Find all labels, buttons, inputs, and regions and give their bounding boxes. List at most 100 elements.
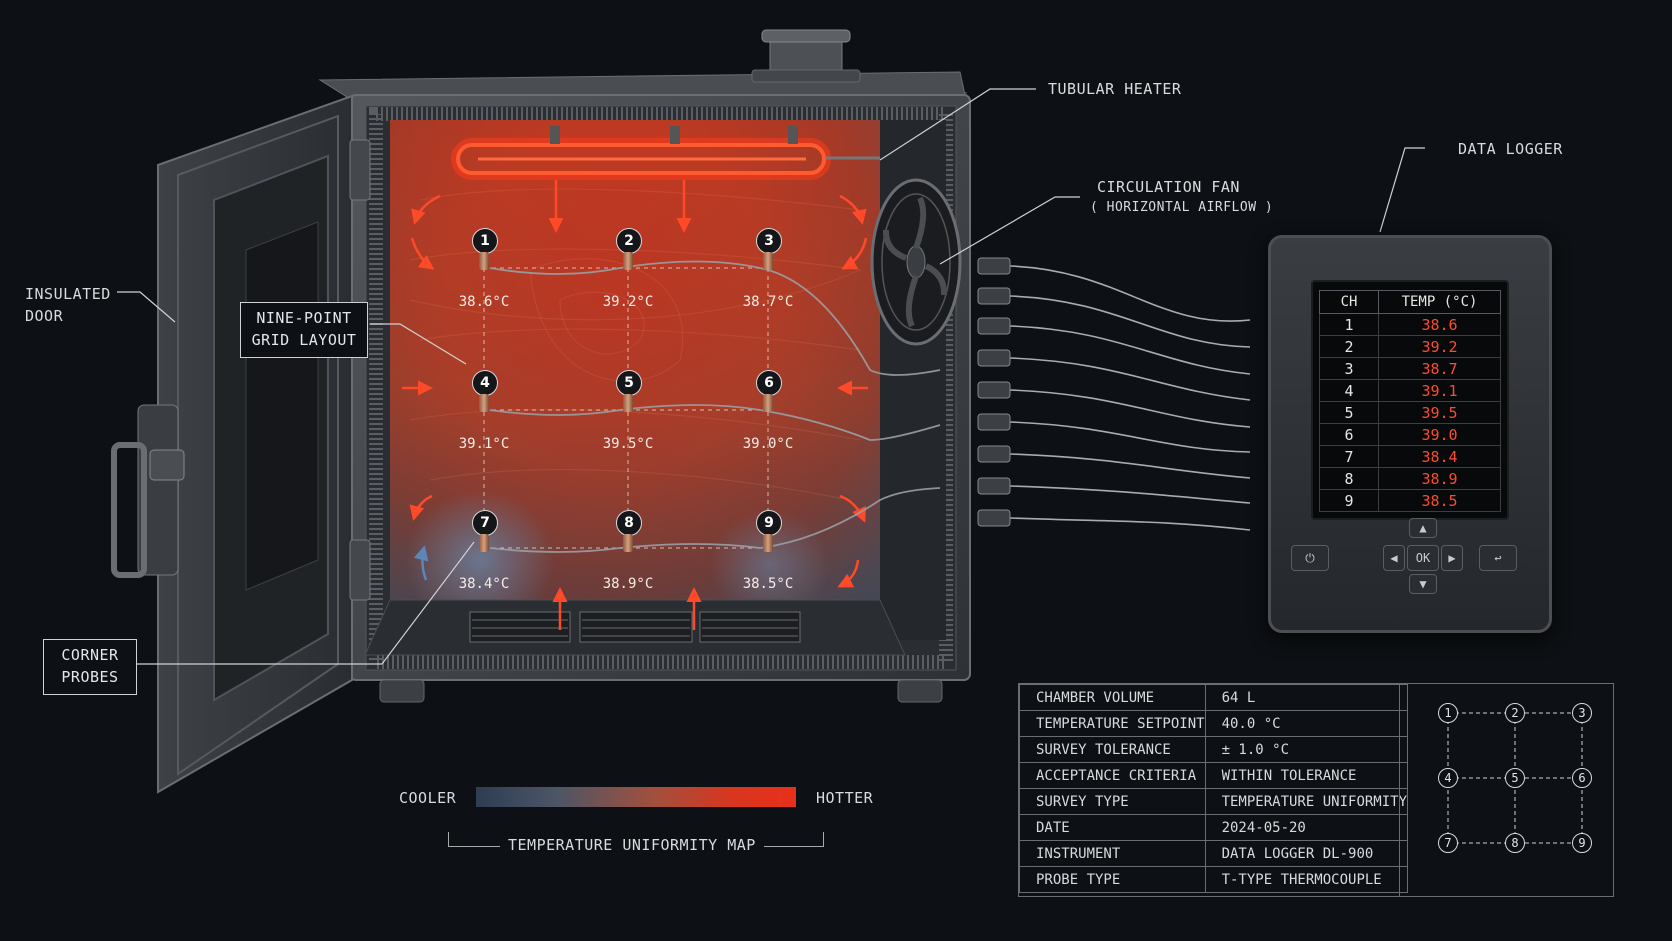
probe-marker: 4 bbox=[472, 370, 498, 396]
insulated-door bbox=[111, 94, 371, 794]
logger-channel: 4 bbox=[1319, 379, 1379, 402]
probe-sensor bbox=[763, 252, 773, 270]
arrow-left-icon: ◀ bbox=[1390, 551, 1398, 565]
schematic-node: 2 bbox=[1505, 703, 1525, 723]
logger-temperature: 38.7 bbox=[1378, 357, 1501, 380]
schematic-node: 8 bbox=[1505, 833, 1525, 853]
power-icon: ⏻ bbox=[1305, 551, 1315, 565]
probe-marker: 1 bbox=[472, 228, 498, 254]
probe-number: 3 bbox=[764, 233, 774, 249]
probe-temperature-label: 39.1°C bbox=[458, 436, 510, 452]
probe-sensor bbox=[763, 534, 773, 552]
probe-sensor bbox=[479, 252, 489, 270]
spec-key: INSTRUMENT bbox=[1019, 840, 1206, 867]
circulation-fan bbox=[870, 178, 962, 346]
arrow-up-icon: ▲ bbox=[1419, 521, 1427, 535]
probe-sensor bbox=[763, 394, 773, 412]
spec-key: DATE bbox=[1019, 814, 1206, 841]
spec-value: TEMPERATURE UNIFORMITY bbox=[1204, 788, 1409, 815]
schematic-node: 7 bbox=[1438, 833, 1458, 853]
logger-temperature: 39.5 bbox=[1378, 401, 1501, 424]
nine-point-callout-line1: NINE-POINT bbox=[256, 309, 352, 327]
tubular-heater bbox=[451, 126, 880, 180]
spec-value: 2024-05-20 bbox=[1204, 814, 1409, 841]
probe-temperature-label: 38.9°C bbox=[602, 576, 654, 592]
logger-header-ch: CH bbox=[1319, 290, 1379, 314]
probe-sensor bbox=[623, 252, 633, 270]
probe-marker: 7 bbox=[472, 510, 498, 536]
logger-channel: 6 bbox=[1319, 423, 1379, 446]
legend-title: TEMPERATURE UNIFORMITY MAP bbox=[500, 834, 764, 856]
back-icon: ↩ bbox=[1494, 551, 1502, 565]
circulation-fan-label: CIRCULATION FAN bbox=[1097, 178, 1240, 196]
logger-up-button[interactable]: ▲ bbox=[1409, 518, 1437, 538]
tubular-heater-label: TUBULAR HEATER bbox=[1048, 80, 1182, 98]
logger-header-temp: TEMP (°C) bbox=[1378, 290, 1501, 314]
nine-point-callout: NINE-POINT GRID LAYOUT bbox=[240, 302, 368, 358]
probe-sensor bbox=[623, 534, 633, 552]
logger-power-button[interactable]: ⏻ bbox=[1291, 545, 1329, 571]
probe-temperature-label: 39.0°C bbox=[742, 436, 794, 452]
logger-temperature: 38.4 bbox=[1378, 445, 1501, 468]
logger-back-button[interactable]: ↩ bbox=[1479, 545, 1517, 571]
probe-temperature-label: 39.2°C bbox=[602, 294, 654, 310]
logger-right-button[interactable]: ▶ bbox=[1441, 545, 1463, 571]
logger-channel: 7 bbox=[1319, 445, 1379, 468]
spec-key: PROBE TYPE bbox=[1019, 866, 1206, 893]
probe-number: 2 bbox=[624, 233, 634, 249]
logger-cables bbox=[1009, 265, 1251, 531]
logger-down-button[interactable]: ▼ bbox=[1409, 574, 1437, 594]
logger-header-row: CH TEMP (°C) bbox=[1319, 290, 1501, 314]
spec-key: TEMPERATURE SETPOINT bbox=[1019, 710, 1206, 737]
probe-number: 7 bbox=[480, 515, 490, 531]
spec-value: DATA LOGGER DL-900 bbox=[1204, 840, 1409, 867]
floor-vents bbox=[469, 611, 801, 643]
insulated-door-label: INSULATED bbox=[25, 285, 111, 303]
logger-channel: 8 bbox=[1319, 467, 1379, 490]
schematic-node: 9 bbox=[1572, 833, 1592, 853]
probe-number: 9 bbox=[764, 515, 774, 531]
nine-point-callout-line2: GRID LAYOUT bbox=[251, 331, 357, 349]
spec-value: T-TYPE THERMOCOUPLE bbox=[1204, 866, 1409, 893]
schematic-node: 1 bbox=[1438, 703, 1458, 723]
arrow-down-icon: ▼ bbox=[1419, 577, 1427, 591]
data-logger-label: DATA LOGGER bbox=[1458, 140, 1563, 158]
logger-channel: 2 bbox=[1319, 335, 1379, 358]
arrow-right-icon: ▶ bbox=[1448, 551, 1456, 565]
probe-marker: 6 bbox=[756, 370, 782, 396]
logger-temperature: 39.0 bbox=[1378, 423, 1501, 446]
legend-hotter-label: HOTTER bbox=[816, 789, 874, 807]
logger-channel: 1 bbox=[1319, 313, 1379, 336]
logger-channel: 9 bbox=[1319, 489, 1379, 512]
logger-channel: 3 bbox=[1319, 357, 1379, 380]
spec-row: SURVEY TOLERANCE± 1.0 °C bbox=[1019, 736, 1409, 763]
spec-key: SURVEY TYPE bbox=[1019, 788, 1206, 815]
leader-lines bbox=[117, 88, 1425, 665]
probe-number: 5 bbox=[624, 375, 634, 391]
logger-left-button[interactable]: ◀ bbox=[1383, 545, 1405, 571]
probe-number: 8 bbox=[624, 515, 634, 531]
schematic-node: 3 bbox=[1572, 703, 1592, 723]
logger-ok-button[interactable]: OK bbox=[1407, 545, 1439, 571]
probe-temperature-label: 38.6°C bbox=[458, 294, 510, 310]
probe-number: 4 bbox=[480, 375, 490, 391]
probe-temperature-label: 38.7°C bbox=[742, 294, 794, 310]
logger-temperature: 39.1 bbox=[1378, 379, 1501, 402]
schematic-node: 6 bbox=[1572, 768, 1592, 788]
